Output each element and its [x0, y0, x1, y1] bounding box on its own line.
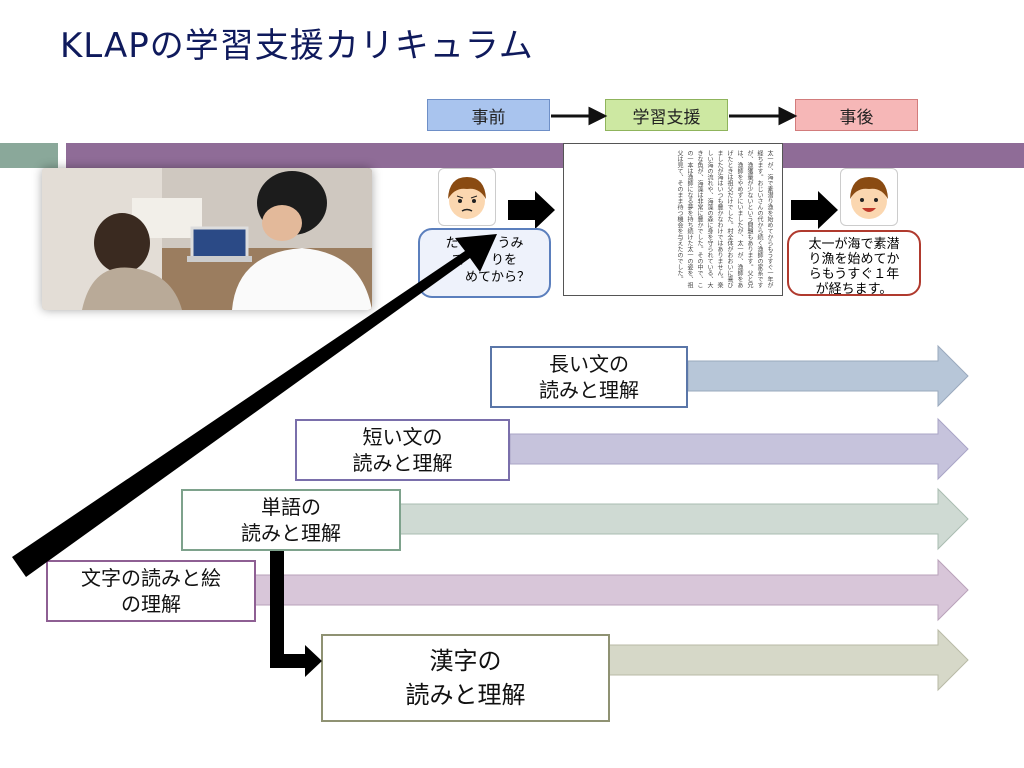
- header-band-purple: [66, 143, 1024, 168]
- short-text-line-1: 短い文の: [362, 425, 443, 449]
- stage-after: 事後: [795, 99, 918, 131]
- face-happy-icon: [850, 177, 888, 219]
- arrow-letter: [254, 558, 969, 622]
- letter-line-1: 文字の読みと絵: [81, 566, 221, 590]
- stage-before: 事前: [427, 99, 550, 131]
- arrow-word: [399, 487, 969, 551]
- arrow-avatar-to-doc: [508, 191, 555, 229]
- header-band-green: [0, 143, 58, 168]
- curriculum-kanji: 漢字の 読みと理解: [321, 634, 610, 722]
- curriculum-long-text: 長い文の 読みと理解: [490, 346, 688, 408]
- reading-document: 太一が、海で素潜り漁を始めてからもうすぐ一年が経ちます。おじいさんの代から続く漁…: [563, 143, 783, 296]
- word-line-2: 読みと理解: [241, 521, 341, 545]
- answer-bubble: 太一が海で素潜 り漁を始めてか らもうすぐ１年 が経ちます。: [787, 230, 921, 297]
- kanji-line-2: 読みと理解: [405, 681, 526, 709]
- letter-line-2: の理解: [121, 592, 181, 616]
- kanji-line-1: 漢字の: [429, 647, 502, 675]
- stage-support: 学習支援: [605, 99, 728, 131]
- student-avatar-question: [438, 168, 496, 226]
- curriculum-letter-picture: 文字の読みと絵 の理解: [46, 560, 256, 622]
- student-avatar-answer: [840, 168, 898, 226]
- arrow-short-text: [509, 417, 969, 481]
- answer-line-2: り漁を始めてか: [808, 252, 900, 267]
- answer-line-1: 太一が海で素潜: [808, 237, 900, 252]
- question-line-3: めてから？: [438, 270, 530, 285]
- curriculum-short-text: 短い文の 読みと理解: [295, 419, 510, 481]
- question-line-1: たい うみ: [445, 236, 524, 251]
- word-line-1: 単語の: [261, 495, 321, 519]
- long-text-line-1: 長い文の: [549, 352, 629, 376]
- arrow-before-to-support: [551, 106, 608, 126]
- answer-line-4: が経ちます。: [815, 282, 893, 297]
- arrow-long-text: [687, 344, 969, 408]
- page-title: KLAPの学習支援カリキュラム: [60, 26, 534, 66]
- arrow-support-to-after: [729, 106, 798, 126]
- question-bubble: たい うみ で りを めてから？: [418, 228, 551, 298]
- curriculum-word: 単語の 読みと理解: [181, 489, 401, 551]
- short-text-line-2: 読みと理解: [352, 451, 453, 475]
- long-text-line-2: 読みと理解: [539, 378, 639, 402]
- face-worried-icon: [448, 177, 486, 219]
- arrow-kanji: [607, 628, 969, 692]
- arrow-doc-to-avatar: [791, 191, 838, 229]
- question-line-2: で りを: [451, 253, 517, 268]
- elbow-arrow-to-kanji: [270, 551, 322, 677]
- learning-photo: [42, 168, 372, 310]
- photo-illustration: [42, 168, 372, 310]
- answer-line-3: らもうすぐ１年: [808, 267, 900, 282]
